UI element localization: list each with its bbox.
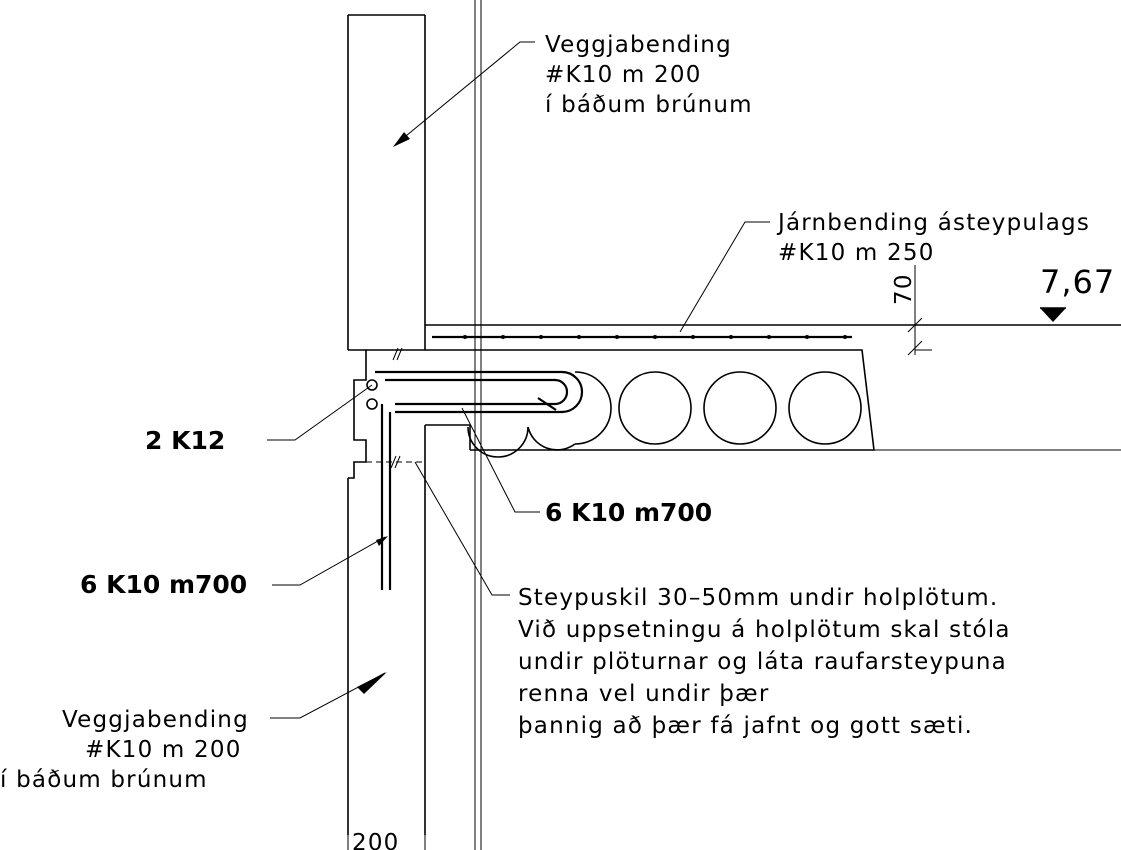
note-line1: Steypuskil 30–50mm undir holplötum. (518, 585, 998, 611)
dimension-200 (347, 826, 426, 850)
wall-outline (347, 14, 426, 835)
note-line2: Við uppsetningu á holplötum skal stóla (518, 617, 1011, 643)
wall-top-label-line2: #K10 m 200 (545, 62, 702, 88)
connection-rebar (366, 347, 584, 590)
level-label: 7,67 (1040, 263, 1115, 301)
leaders (267, 41, 770, 719)
wall-bottom-label-line1: Veggjabending (62, 707, 249, 733)
dimension-70 (907, 265, 932, 356)
wall-bottom-label-line2: #K10 m 200 (85, 737, 242, 763)
slab-rebar-label-line2: #K10 m 250 (778, 240, 935, 266)
note-line4: renna vel undir þær (518, 681, 769, 707)
hollow-core-plank (425, 349, 1121, 458)
left-lower-bar-label: 6 K10 m700 (80, 570, 247, 599)
note-line5: þannig að þær fá jafnt og gott sæti. (518, 713, 973, 739)
dimension-70-label: 70 (891, 273, 917, 305)
dimension-200-label: 200 (352, 830, 400, 850)
topping-slab (424, 324, 1121, 350)
mid-bar-label: 6 K10 m700 (545, 498, 712, 527)
wall-top-label-line1: Veggjabending (545, 32, 732, 58)
left-bar-label: 2 K12 (145, 426, 225, 455)
axis-lines (474, 0, 482, 850)
note-line3: undir plöturnar og láta raufarsteypuna (518, 649, 1007, 675)
wall-top-label-line3: í báðum brúnum (545, 92, 753, 118)
slab-rebar-label-line1: Járnbending ásteypulags (776, 210, 1090, 236)
level-marker (1040, 307, 1066, 322)
wall-bottom-label-line3: í báðum brúnum (0, 767, 208, 793)
